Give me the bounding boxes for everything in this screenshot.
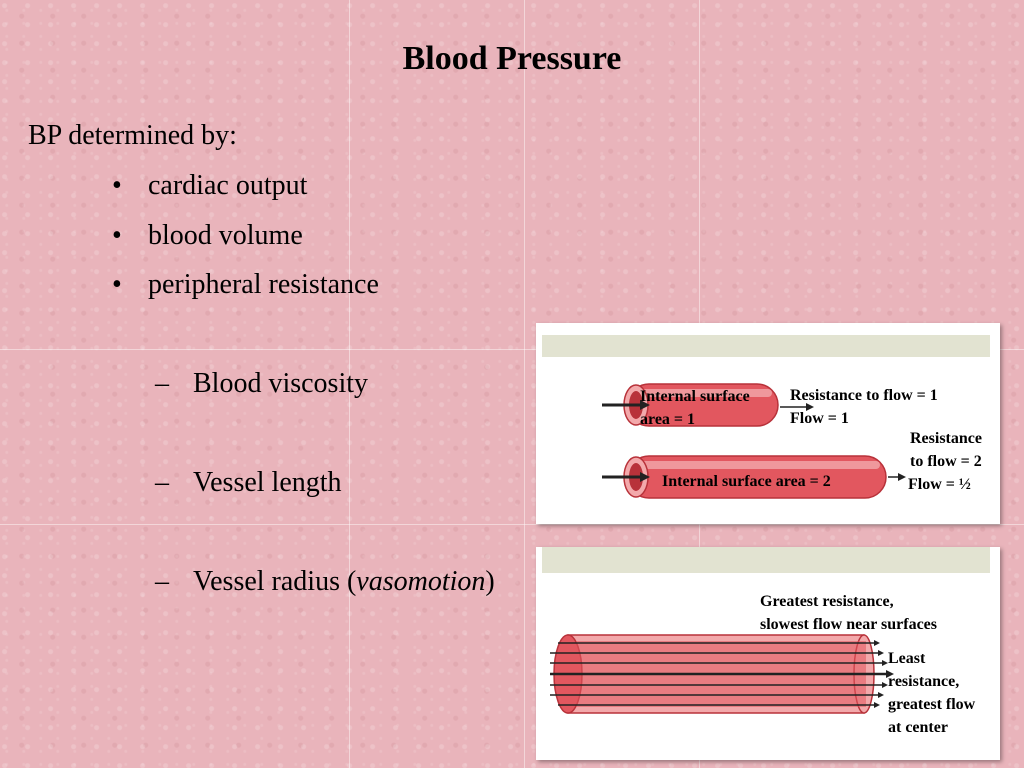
tube2-flow: Flow = ½ [908, 476, 971, 493]
bullet-icon: • [112, 220, 122, 251]
slide-title: Blood Pressure [402, 40, 622, 77]
sub-item-text: Vessel radius ( [193, 566, 357, 597]
tube1-result-line: Resistance to flow = 1 [790, 387, 938, 404]
surface-area-figure: Internal surface area = 1 Resistance to … [536, 323, 1000, 524]
flow-lines [550, 642, 886, 706]
bullet-text: blood volume [148, 220, 303, 251]
tube1-result-line: Flow = 1 [790, 410, 849, 427]
result-arrow-head [898, 473, 906, 481]
tube2-label: Internal surface area = 2 [662, 473, 831, 490]
grid-line [349, 0, 350, 768]
bullet-item: • peripheral resistance [112, 269, 379, 301]
sub-item: –Vessel radius (vasomotion) [155, 566, 495, 598]
tube2-result-line: Resistance [910, 430, 982, 447]
dash-icon: – [155, 368, 169, 399]
tube2-result-line: to flow = 2 [910, 453, 982, 470]
flow-arrow-heads [874, 640, 894, 708]
grid-line [524, 0, 525, 768]
sub-item-text: Blood viscosity [193, 368, 369, 399]
figure-header-bar [542, 547, 990, 573]
grid-line [0, 349, 1024, 350]
surface-flow-line: slowest flow near surfaces [760, 616, 938, 633]
flow-arrow-head [640, 400, 650, 410]
center-flow-line: Least [888, 650, 926, 667]
sub-item: –Blood viscosity [155, 368, 368, 400]
bullet-item: • cardiac output [112, 170, 307, 202]
center-flow-line: at center [888, 719, 948, 736]
flow-arrow-head [640, 472, 650, 482]
tube1-result: Resistance to flow = 1 Flow = 1 [790, 384, 938, 430]
bullet-icon: • [112, 170, 122, 201]
laminar-flow-figure: Greatest resistance, slowest flow near s… [536, 547, 1000, 760]
bullet-icon: • [112, 269, 122, 300]
center-flow-line: greatest flow [888, 696, 976, 713]
bullet-item: • blood volume [112, 220, 303, 252]
tube1-label-line: area = 1 [640, 411, 696, 428]
surface-flow-label: Greatest resistance, slowest flow near s… [760, 590, 937, 636]
center-flow-line: resistance, [888, 673, 960, 690]
tube2-result: Resistance to flow = 2 [910, 427, 982, 473]
result-arrow-head [806, 403, 814, 411]
bullet-text: cardiac output [148, 170, 308, 201]
bullet-text: peripheral resistance [148, 269, 379, 300]
sub-item-text: Vessel length [193, 467, 342, 498]
surface-flow-line: Greatest resistance, [760, 593, 894, 610]
figure-header-bar [542, 335, 990, 357]
dash-icon: – [155, 467, 169, 498]
sub-item-italic: vasomotion [356, 566, 486, 597]
center-flow-label: Least resistance, greatest flow at cente… [888, 647, 975, 739]
dash-icon: – [155, 566, 169, 597]
grid-line [0, 524, 1024, 525]
sub-item-suffix: ) [485, 566, 495, 597]
tube-diagram [602, 383, 906, 499]
short-tube-icon [623, 383, 779, 427]
lead-text: BP determined by: [28, 120, 237, 151]
sub-item: –Vessel length [155, 467, 342, 499]
tube1-label-line: Internal surface [640, 388, 750, 405]
laminar-flow-diagram [550, 634, 894, 714]
tube1-label: Internal surface area = 1 [640, 385, 750, 431]
